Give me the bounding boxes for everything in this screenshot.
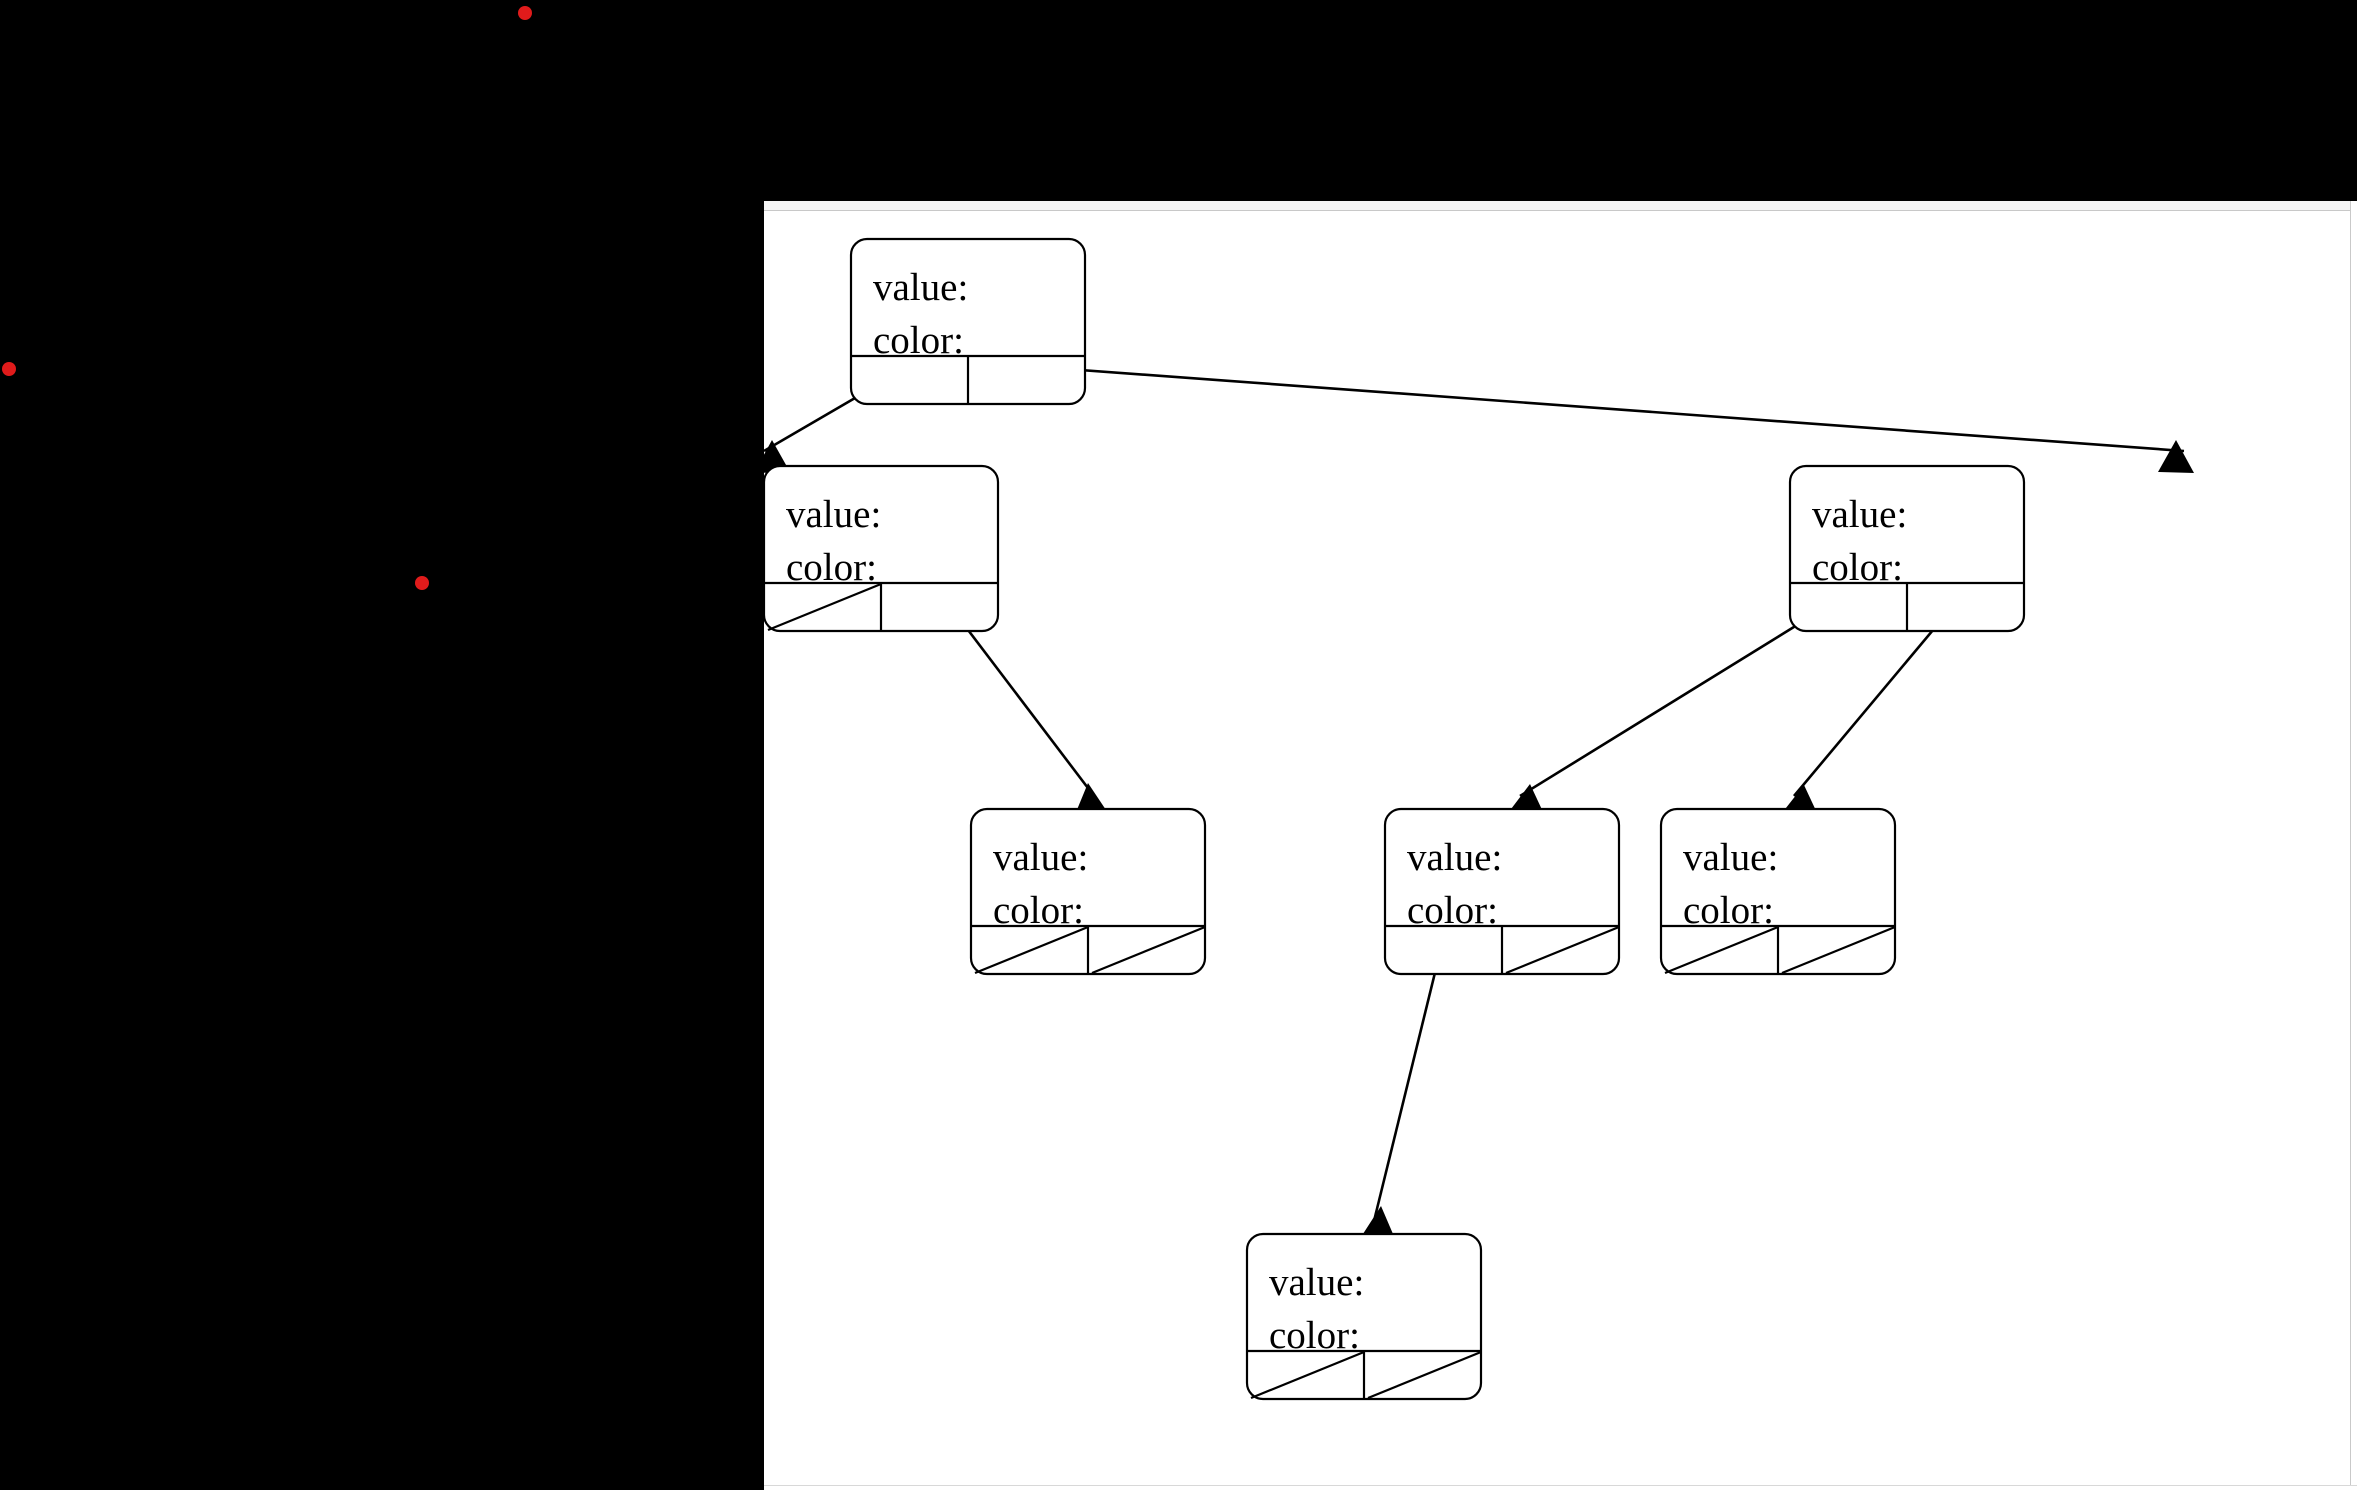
panel-bottom-edge: [764, 1485, 2357, 1490]
diagram-document-panel[interactable]: value: color: value: color: value: color…: [763, 201, 2357, 1490]
cursor-dot-top: [518, 6, 532, 20]
node-value-label: value:: [1683, 836, 1778, 879]
tree-node-right-right[interactable]: value: color:: [1659, 807, 1897, 976]
null-pointer-slash: [1367, 1350, 1482, 1400]
node-color-label: color:: [1407, 889, 1498, 932]
binary-tree-diagram: value: color: value: color: value: color…: [764, 237, 2194, 1401]
null-pointer-slash: [1664, 925, 1779, 975]
panel-header-strip: [764, 201, 2357, 211]
cursor-dot-middle: [415, 576, 429, 590]
node-value-label: value:: [1812, 493, 1907, 536]
tree-node-left-right[interactable]: value: color:: [969, 807, 1207, 976]
edge-root-right: [1025, 364, 2194, 473]
node-value-label: value:: [786, 493, 881, 536]
node-value-label: value:: [873, 266, 968, 309]
tree-node-root[interactable]: value: color:: [849, 237, 1087, 406]
tree-node-right-left-left[interactable]: value: color:: [1245, 1232, 1483, 1401]
node-value-label: value:: [1269, 1261, 1364, 1304]
node-color-label: color:: [873, 319, 964, 362]
panel-right-edge: [2350, 201, 2357, 1490]
node-color-label: color:: [1269, 1314, 1360, 1357]
node-color-label: color:: [786, 546, 877, 589]
node-value-label: value:: [993, 836, 1088, 879]
null-pointer-slash: [1250, 1350, 1365, 1400]
node-color-label: color:: [1812, 546, 1903, 589]
node-color-label: color:: [993, 889, 1084, 932]
null-pointer-slash: [1505, 925, 1620, 975]
node-color-label: color:: [1683, 889, 1774, 932]
cursor-dot-left: [2, 362, 16, 376]
tree-node-right[interactable]: value: color:: [1788, 464, 2026, 633]
null-pointer-slash: [974, 925, 1089, 975]
node-value-label: value:: [1407, 836, 1502, 879]
null-pointer-slash: [1781, 925, 1896, 975]
edge-rl-left: [1361, 935, 1446, 1241]
null-pointer-slash: [1091, 925, 1206, 975]
tree-node-right-left[interactable]: value: color:: [1383, 807, 1621, 976]
tree-node-left[interactable]: value: color:: [764, 464, 1000, 633]
null-pointer-slash: [767, 582, 882, 632]
